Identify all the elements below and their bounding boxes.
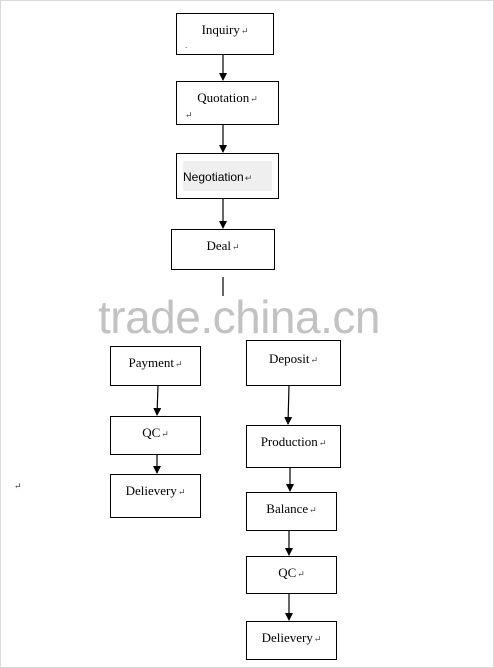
node-production: Production↵ <box>246 425 341 468</box>
node-inquiry: Inquiry↵ . <box>176 13 274 55</box>
watermark: trade.china.cn <box>98 291 380 343</box>
node-deposit: Deposit↵ <box>246 340 341 386</box>
node-delivery-right-label: Delievery <box>261 630 313 645</box>
node-quotation: Quotation↵ ↵ <box>176 81 279 125</box>
node-production-label: Production <box>260 434 318 449</box>
node-qc-left-label: QC <box>142 425 161 440</box>
node-deal: Deal↵ <box>171 229 275 270</box>
node-delivery-left-label: Delievery <box>125 483 177 498</box>
node-quotation-label: Quotation <box>197 90 250 105</box>
node-inquiry-label: Inquiry <box>201 22 240 37</box>
paragraph-mark: ↵ <box>232 242 240 252</box>
node-deal-label: Deal <box>206 238 231 253</box>
node-delivery-left: Delievery↵ <box>110 474 201 518</box>
paragraph-mark: ↵ <box>297 569 305 579</box>
negotiation-text-shade: Negotiation↵ <box>183 161 272 191</box>
node-negotiation: Negotiation↵ <box>176 153 279 199</box>
paragraph-mark: ↵ <box>244 173 253 183</box>
paragraph-mark: ↵ <box>174 359 183 369</box>
node-deposit-label: Deposit <box>269 351 310 366</box>
paragraph-mark: ↵ <box>318 438 327 448</box>
node-negotiation-label: Negotiation <box>183 170 244 184</box>
node-balance-label: Balance <box>266 501 309 516</box>
arrow-deposit-production <box>284 384 293 425</box>
paragraph-mark: ↵ <box>177 487 186 497</box>
paragraph-mark: ↵ <box>14 481 22 491</box>
paragraph-mark: ↵ <box>250 94 258 104</box>
paragraph-mark: ↵ <box>313 634 322 644</box>
node-qc-left: QC↵ <box>110 416 201 455</box>
arrow-payment-qc <box>153 384 162 416</box>
paragraph-mark: ↵ <box>161 429 169 439</box>
node-qc-right-label: QC <box>278 565 297 580</box>
node-qc-right: QC↵ <box>246 556 337 594</box>
paragraph-mark: ↵ <box>310 355 318 365</box>
node-balance: Balance↵ <box>246 492 337 531</box>
node-payment: Payment↵ <box>110 346 201 386</box>
node-payment-label: Payment <box>128 355 174 370</box>
node-delivery-right: Delievery↵ <box>246 621 337 660</box>
paragraph-mark: ↵ <box>185 110 193 120</box>
paragraph-mark: ↵ <box>309 505 317 515</box>
paragraph-mark: ↵ <box>240 26 249 36</box>
